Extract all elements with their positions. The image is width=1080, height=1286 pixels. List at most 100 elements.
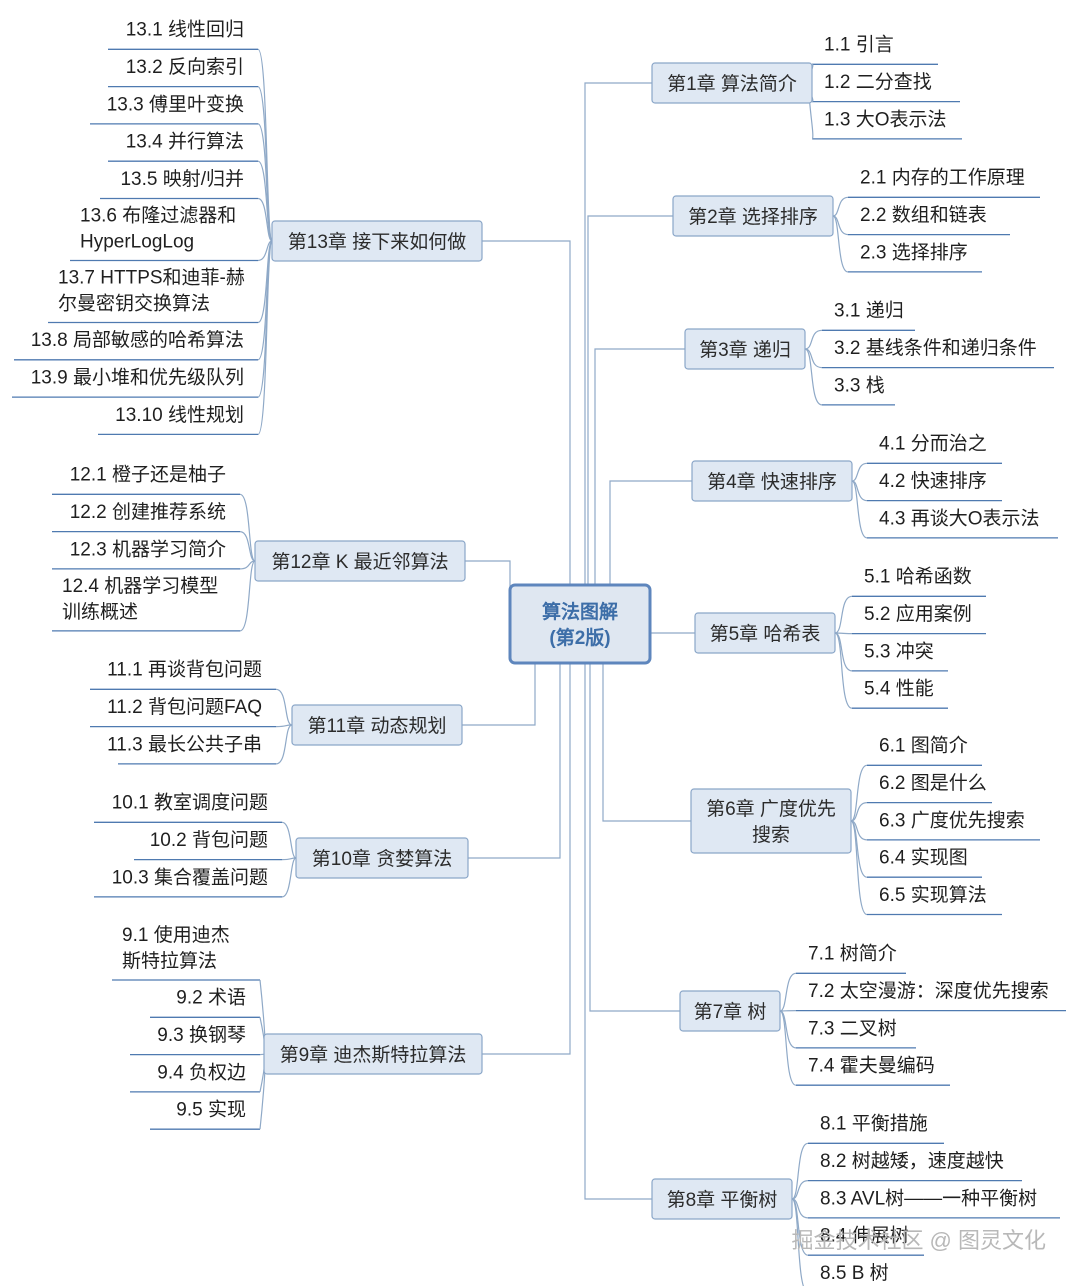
chapter-node[interactable]	[263, 1033, 483, 1075]
connector	[281, 857, 297, 898]
leaf-item: 3.1 递归	[834, 300, 904, 322]
leaf-item: 7.1 树简介	[808, 943, 897, 965]
chapter-node[interactable]	[254, 540, 466, 582]
leaf-item: 6.1 图简介	[879, 735, 968, 757]
connector	[239, 493, 256, 562]
leaf-item: 13.10 线性规划	[115, 404, 244, 426]
chapter-label: 第4章 快速排序	[707, 471, 837, 493]
leaf-item: 10.2 背包问题	[150, 829, 268, 851]
connector	[239, 531, 256, 562]
connector	[275, 688, 293, 726]
leaf-item: HyperLogLog	[80, 232, 194, 253]
chapter-label: 第6章 广度优先	[706, 798, 836, 820]
chapter-node[interactable]	[694, 612, 836, 654]
leaf-item: 5.1 哈希函数	[864, 566, 972, 588]
leaf-item: 9.2 术语	[176, 987, 246, 1009]
connector	[779, 1010, 797, 1086]
leaf-item: 8.1 平衡措施	[820, 1113, 928, 1135]
leaf-item: 12.4 机器学习模型	[62, 575, 218, 597]
chapter-node[interactable]	[295, 837, 469, 879]
chapter-label: 第12章 K 最近邻算法	[271, 551, 448, 573]
root-node[interactable]	[508, 583, 652, 665]
connector	[850, 820, 868, 878]
leaf-item: 10.3 集合覆盖问题	[112, 866, 268, 888]
leaf-item: 尔曼密钥交换算法	[58, 293, 210, 315]
leaf-item: 10.1 教室调度问题	[112, 792, 268, 814]
chapter-node[interactable]	[651, 62, 813, 104]
connector	[850, 802, 868, 822]
leaf-item: 11.1 再谈背包问题	[107, 659, 262, 681]
connector	[257, 240, 273, 435]
connector	[804, 329, 823, 350]
leaf-item: 11.2 背包问题FAQ	[107, 696, 262, 718]
leaf-item: 3.3 栈	[834, 374, 885, 396]
leaf-item: 6.4 实现图	[879, 847, 968, 869]
connector	[850, 764, 868, 822]
connector-lines	[12, 48, 1066, 1286]
leaf-item: 9.3 换钢琴	[157, 1024, 246, 1046]
chapter-label: 第10章 贪婪算法	[312, 848, 452, 870]
leaf-item: 4.2 快速排序	[879, 470, 987, 492]
chapter-label: 第11章 动态规划	[307, 715, 446, 737]
leaf-item: 13.9 最小堆和优先级队列	[31, 366, 244, 388]
leaf-item: 4.3 再谈大O表示法	[879, 507, 1039, 529]
chapter-node[interactable]	[271, 220, 483, 262]
leaf-item: 3.2 基线条件和递归条件	[834, 337, 1037, 359]
leaf-item: 6.5 实现算法	[879, 884, 987, 906]
leaf-item: 12.3 机器学习简介	[70, 538, 226, 560]
connector	[851, 462, 868, 482]
chapter-label: 第5章 哈希表	[710, 623, 821, 645]
leaf-item: 斯特拉算法	[122, 950, 217, 972]
leaf-item: 1.2 二分查找	[824, 71, 932, 93]
connector	[779, 972, 797, 1012]
leaf-item: 2.2 数组和链表	[860, 204, 987, 226]
chapter-node[interactable]	[690, 788, 852, 854]
chapter-label: 第9章 迪杰斯特拉算法	[280, 1044, 467, 1066]
leaf-item: 13.4 并行算法	[126, 131, 244, 153]
leaf-item: 13.7 HTTPS和迪菲-赫	[58, 267, 245, 289]
leaf-item: 8.5 B 树	[820, 1262, 889, 1284]
connector	[482, 623, 571, 1055]
leaf-item: 1.3 大O表示法	[824, 108, 946, 130]
connector	[281, 821, 297, 859]
chapter-node[interactable]	[679, 990, 781, 1032]
connector	[582, 348, 685, 625]
leaf-item: 7.2 太空漫游：深度优先搜索	[808, 980, 1049, 1002]
connector	[580, 82, 652, 625]
leaf-item: 13.3 傅里叶变换	[107, 93, 244, 115]
leaf-item: 9.1 使用迪杰	[122, 924, 230, 946]
chapter-node[interactable]	[684, 328, 806, 370]
watermark: 掘金技术社区 @ 图灵文化	[791, 1228, 1046, 1253]
connector	[791, 1142, 809, 1200]
chapter-node[interactable]	[291, 704, 463, 746]
chapter-label: 第3章 递归	[699, 339, 791, 361]
leaf-item: 13.5 映射/归并	[120, 168, 244, 190]
connector	[804, 348, 823, 406]
chapter-label: 第7章 树	[694, 1001, 767, 1023]
leaf-item: 5.4 性能	[864, 678, 934, 700]
chapter-node[interactable]	[651, 1178, 793, 1220]
root-title: (第2版)	[549, 626, 610, 649]
connector	[275, 724, 293, 765]
leaf-item: 2.3 选择排序	[860, 241, 968, 263]
chapter-label: 搜索	[752, 824, 790, 846]
leaf-item: 12.2 创建推荐系统	[70, 501, 226, 523]
leaf-item: 11.3 最长公共子串	[107, 733, 262, 755]
leaf-item: 8.4 伸展树	[820, 1225, 909, 1247]
leaf-item: 7.4 霍夫曼编码	[808, 1055, 935, 1077]
connector	[832, 215, 849, 273]
chapter-label: 第2章 选择排序	[688, 206, 818, 228]
chapter-node[interactable]	[672, 195, 834, 237]
connector	[791, 1180, 809, 1200]
leaf-item: 1.1 引言	[824, 34, 894, 56]
chapter-node[interactable]	[691, 460, 853, 502]
connector	[851, 480, 868, 539]
connector	[850, 820, 868, 916]
chapter-label: 第8章 平衡树	[667, 1189, 778, 1211]
leaf-item: 4.1 分而治之	[879, 433, 987, 455]
leaf-item: 13.1 线性回归	[126, 19, 244, 41]
leaf-item: 13.8 局部敏感的哈希算法	[31, 329, 244, 351]
leaf-item: 2.1 内存的工作原理	[860, 167, 1025, 189]
leaf-item: 5.2 应用案例	[864, 603, 972, 625]
